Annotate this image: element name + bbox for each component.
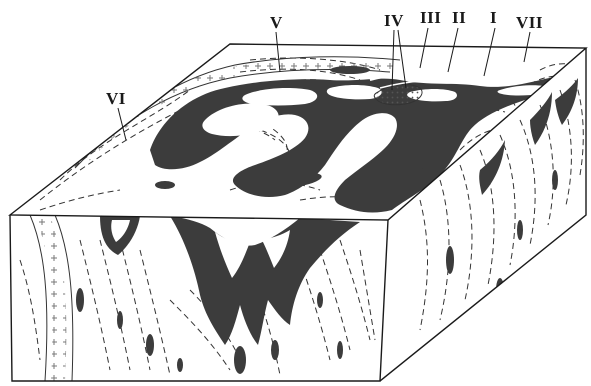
label-v: V (270, 14, 283, 31)
label-vii: VII (516, 14, 543, 31)
label-vi: VI (106, 90, 126, 107)
label-ii: II (452, 9, 466, 26)
label-i: I (490, 9, 497, 26)
front-face (10, 215, 388, 381)
label-iv: IV (384, 12, 404, 29)
label-iii: III (420, 9, 441, 26)
